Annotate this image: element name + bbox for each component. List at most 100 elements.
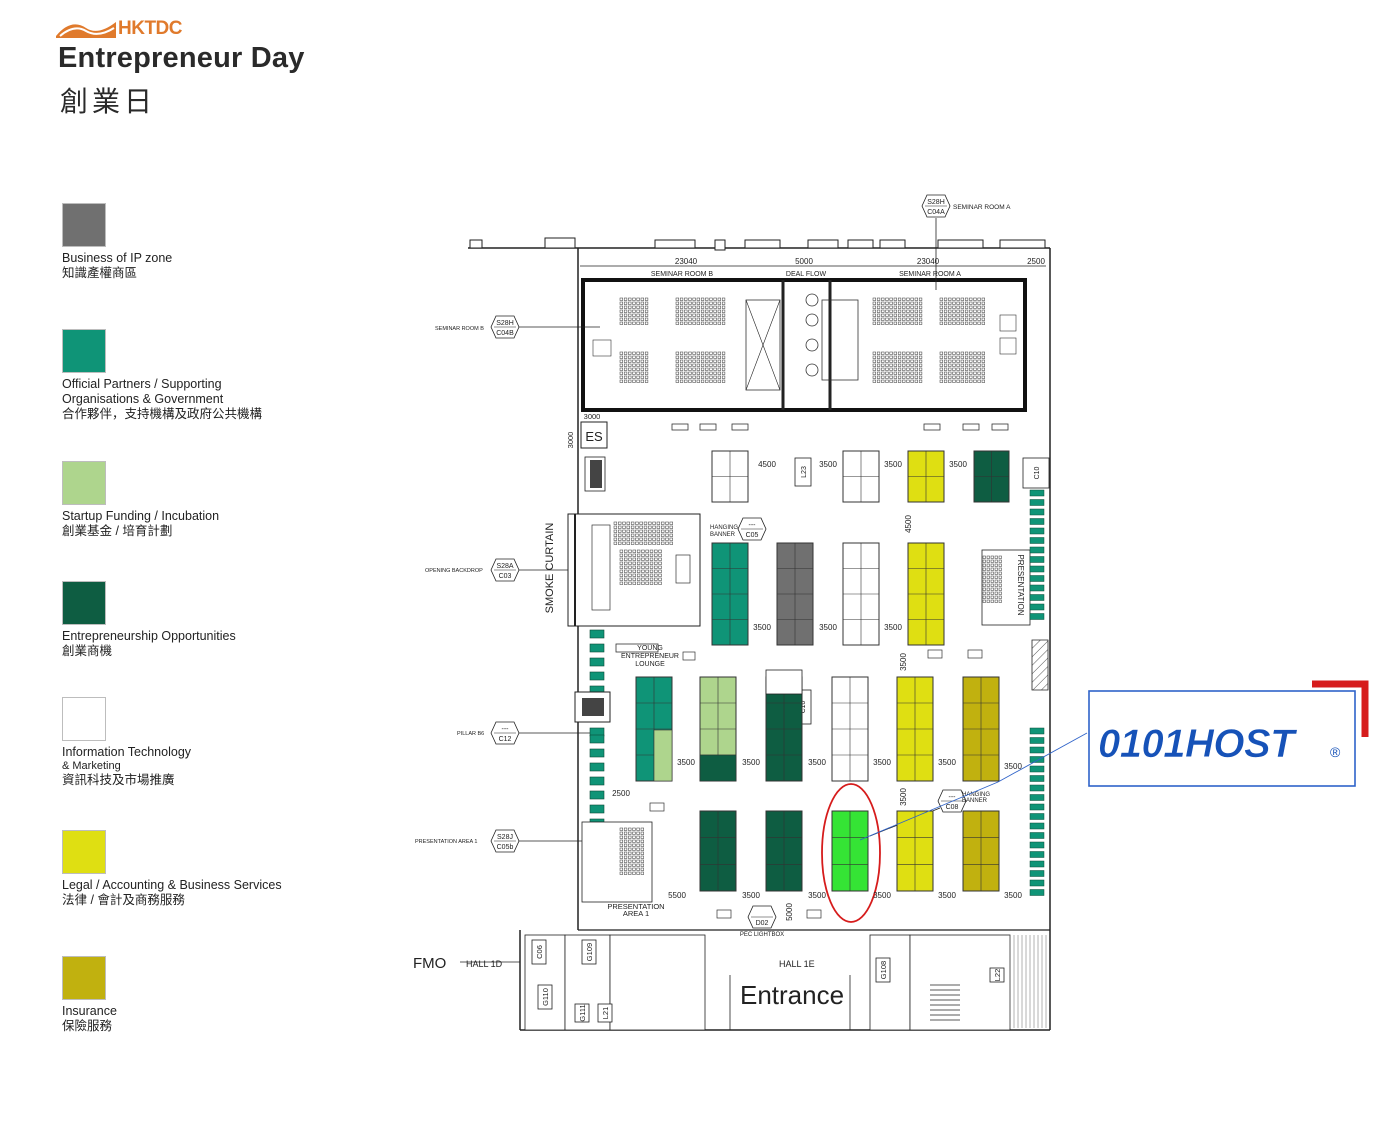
- seat: [696, 301, 700, 305]
- seat: [902, 321, 906, 325]
- table: [962, 423, 980, 431]
- logo-pointer-line: [997, 732, 1088, 783]
- seat: [889, 379, 893, 383]
- seat: [679, 367, 684, 371]
- seat: [675, 321, 679, 325]
- seat: [872, 367, 876, 371]
- info-counter: [589, 762, 605, 772]
- seat: [632, 827, 636, 831]
- room-tag: [597, 1003, 613, 1023]
- seat: [619, 843, 623, 847]
- seat: [658, 549, 662, 553]
- seat: [640, 297, 644, 301]
- info-counter: [1029, 813, 1045, 820]
- booth-legal: [896, 676, 934, 782]
- seat: [969, 297, 973, 301]
- seat: [956, 301, 960, 305]
- dimension-label: 3500: [949, 460, 967, 469]
- seat: [952, 379, 956, 383]
- tag-code: C04A: [927, 209, 945, 216]
- seat: [658, 561, 662, 565]
- seat: [994, 563, 998, 567]
- host-logo: 0101HOST ®: [1088, 680, 1369, 787]
- seat: [994, 587, 998, 591]
- seat: [986, 555, 990, 559]
- seat: [721, 309, 726, 313]
- seat: [982, 575, 986, 579]
- seat: [623, 351, 628, 355]
- seat: [661, 541, 665, 545]
- seat: [628, 305, 632, 309]
- meeting-table: [805, 338, 819, 352]
- seat: [628, 553, 632, 557]
- seat: [998, 587, 1002, 591]
- seat: [619, 355, 623, 359]
- seat: [952, 363, 956, 367]
- seat: [649, 565, 654, 569]
- seat: [684, 309, 688, 313]
- seat: [623, 375, 628, 379]
- legend-swatch: [62, 581, 106, 625]
- seat: [969, 371, 973, 375]
- seat: [619, 851, 623, 855]
- tag-code: ---: [749, 522, 757, 529]
- seat: [982, 579, 986, 583]
- seat-block: [982, 555, 1002, 603]
- dimension-label: 5000: [795, 257, 813, 266]
- dimension-label: 23040: [917, 257, 940, 266]
- info-counter: [589, 790, 605, 800]
- seat: [885, 313, 889, 317]
- seat: [969, 355, 973, 359]
- presentation-area-2-label: PRESENTATION: [1016, 554, 1025, 615]
- seat: [623, 301, 628, 305]
- seat: [981, 379, 985, 383]
- dimension-label: 3500: [884, 460, 902, 469]
- seat: [619, 557, 624, 561]
- storage: [765, 669, 803, 695]
- seat: [990, 599, 994, 603]
- seat: [644, 321, 649, 325]
- seat: [964, 301, 969, 305]
- seat: [640, 827, 644, 831]
- seat: [977, 355, 981, 359]
- seat: [906, 351, 910, 355]
- seat: [973, 371, 977, 375]
- seat: [939, 367, 943, 371]
- small-table: [806, 909, 822, 919]
- seat: [977, 317, 981, 321]
- seat-block: [619, 351, 649, 383]
- seat: [986, 567, 990, 571]
- seat: [632, 553, 636, 557]
- seat: [619, 321, 623, 325]
- seat: [665, 533, 669, 537]
- seminar-room-b-top-label: SEMINAR ROOM B: [651, 271, 714, 278]
- seat: [981, 371, 985, 375]
- seat: [960, 321, 964, 325]
- seat: [652, 529, 656, 533]
- seat: [624, 553, 628, 557]
- info-counter: [1029, 527, 1045, 535]
- seat: [881, 301, 885, 305]
- seat: [628, 863, 632, 867]
- seat: [948, 379, 952, 383]
- seat: [956, 355, 960, 359]
- seat: [973, 317, 977, 321]
- page-title: Entrepreneur Day: [58, 42, 305, 74]
- seat: [998, 555, 1002, 559]
- seat: [893, 317, 897, 321]
- seat: [623, 297, 628, 301]
- seat: [914, 317, 918, 321]
- seat: [623, 355, 628, 359]
- seat: [885, 375, 889, 379]
- seat: [619, 573, 624, 577]
- table: [991, 423, 1009, 431]
- seat: [679, 371, 684, 375]
- wall-fixture: [847, 239, 874, 249]
- seat: [956, 375, 960, 379]
- seat: [705, 351, 709, 355]
- seat: [675, 301, 679, 305]
- seat: [628, 855, 632, 859]
